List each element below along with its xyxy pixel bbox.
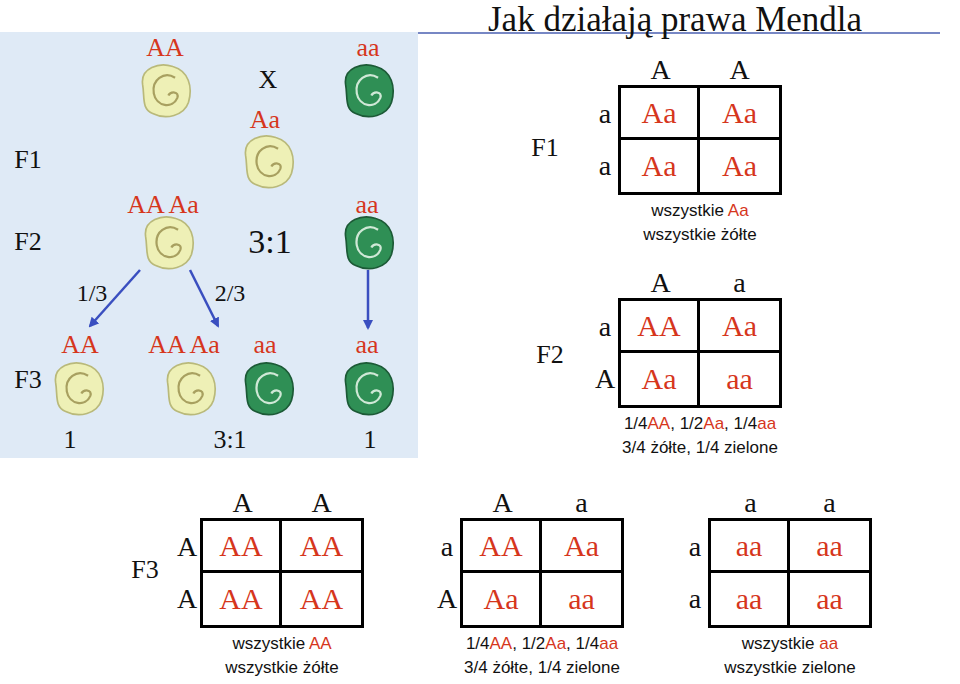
allele-header: a [599,152,611,180]
generations-panel: AAaaXAaF1AA AaaaF23:11/32/3AAAA AaaaaaF3… [0,32,418,458]
pea-illustration [0,32,418,458]
genotype-label: Aa [250,107,280,133]
allele-header: a [689,585,701,613]
fraction-label: 1/3 [77,281,108,305]
allele-header: A [177,533,197,561]
generation-label: F1 [531,135,558,161]
result-caption: wszystkie zielone [724,659,855,676]
cross-sign: X [259,67,278,93]
punnett-square: AAAAAAAAAAAAwszystkie AAwszystkie żółte [200,518,364,628]
result-caption: wszystkie aa [742,635,838,652]
ratio-label: 1 [364,427,377,453]
genotype-cell: Aa [700,301,779,353]
genotype-cell: AA [282,573,361,625]
genotype-cell: AA [282,521,361,573]
genotype-cell: Aa [700,88,779,140]
allele-header: A [177,585,197,613]
punnett-square: AaaAAAAaAaaa1/4AA, 1/2Aa, 1/4aa3/4 żółte… [618,298,782,408]
genotype-cell: Aa [621,353,700,405]
allele-header: A [437,585,457,613]
genotype-cell: aa [542,573,621,625]
genotype-cell: Aa [621,88,700,140]
genotype-cell: Aa [463,573,542,625]
yellow-pea [145,217,193,269]
genotype-cell: AA [463,521,542,573]
result-caption: wszystkie AA [232,635,331,652]
result-caption: wszystkie Aa [651,202,748,219]
arrow-line [190,270,218,326]
genotype-cell: AA [203,573,282,625]
genotype-cell: aa [711,573,790,625]
genotype-label: aa [356,35,379,61]
yellow-pea [245,136,293,188]
result-caption: 3/4 żółte, 1/4 zielone [622,439,778,456]
arrow-line [367,270,370,328]
yellow-pea [55,363,103,415]
punnett-square: aaaaaaaaaaaawszystkie aawszystkie zielon… [708,518,872,628]
allele-header: a [733,269,745,297]
genotype-label: aa [355,192,378,218]
result-caption: wszystkie żółte [643,226,756,243]
genotype-cell: aa [700,353,779,405]
genotype-label: aa [253,332,276,358]
yellow-pea [167,363,215,415]
allele-header: a [744,489,756,517]
result-caption: 1/4AA, 1/2Aa, 1/4aa [466,635,618,652]
green-pea [345,217,393,269]
yellow-pea [142,65,190,117]
ratio-label: 3:1 [248,225,291,259]
allele-header: A [311,489,331,517]
genotype-cell: AA [621,301,700,353]
green-pea [245,363,293,415]
genotype-cell: aa [711,521,790,573]
allele-header: a [689,533,701,561]
allele-header: A [232,489,252,517]
punnett-square: AAaaAaAaAaAawszystkie Aawszystkie żółte [618,85,782,195]
genotype-label: AA Aa [148,332,220,358]
result-caption: 3/4 żółte, 1/4 zielone [464,659,620,676]
genotype-cell: AA [203,521,282,573]
allele-header: a [575,489,587,517]
allele-header: A [729,56,749,84]
fraction-label: 2/3 [215,281,246,305]
generation-label: F2 [536,342,563,368]
genotype-cell: aa [790,521,869,573]
allele-header: a [599,100,611,128]
genotype-label: AA [61,332,99,358]
allele-header: a [823,489,835,517]
allele-header: a [441,533,453,561]
genotype-cell: Aa [700,140,779,192]
ratio-label: 1 [64,427,77,453]
generation-label: F1 [14,147,41,173]
result-caption: 1/4AA, 1/2Aa, 1/4aa [624,415,776,432]
allele-header: A [650,269,670,297]
genotype-label: AA [146,35,184,61]
result-caption: wszystkie żółte [225,659,338,676]
green-pea [345,65,393,117]
generation-label: F3 [14,367,41,393]
ratio-label: 3:1 [213,427,246,453]
genotype-cell: aa [790,573,869,625]
allele-header: a [599,313,611,341]
allele-header: A [595,365,615,393]
allele-header: A [650,56,670,84]
allele-header: A [492,489,512,517]
genotype-cell: Aa [542,521,621,573]
genotype-label: AA Aa [127,192,199,218]
genotype-label: aa [355,332,378,358]
generation-label: F3 [131,557,158,583]
green-pea [345,363,393,415]
diagram-title: Jak działają prawa Mendla [488,2,862,37]
genotype-cell: Aa [621,140,700,192]
generation-label: F2 [14,229,41,255]
punnett-square: AaaAAAAaAaaa1/4AA, 1/2Aa, 1/4aa3/4 żółte… [460,518,624,628]
